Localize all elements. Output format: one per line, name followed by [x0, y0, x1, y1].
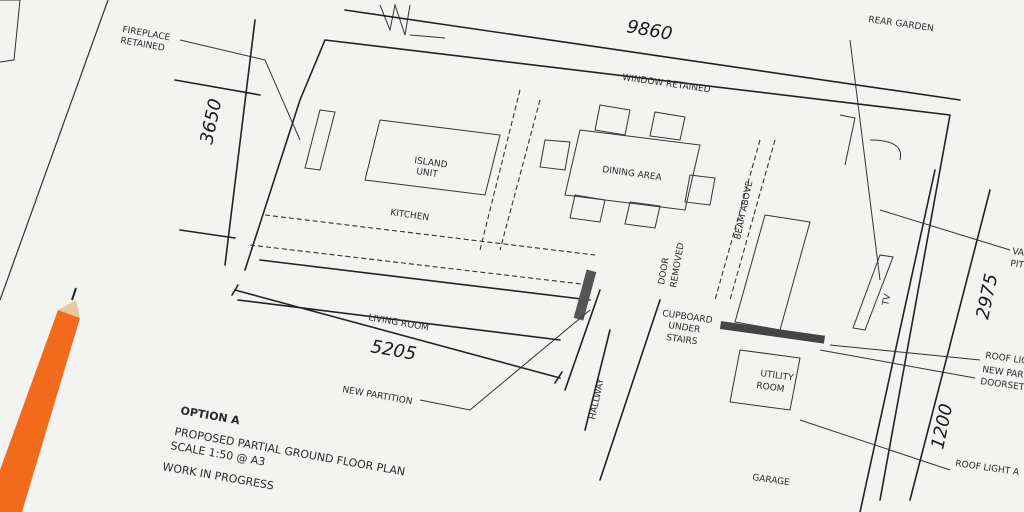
- label-pit: PIT: [1010, 259, 1024, 271]
- utility-room-outline: [729, 349, 801, 411]
- dim-line-top: [344, 9, 961, 101]
- dimension-top: 9860: [625, 16, 674, 45]
- orange-pencil: [0, 287, 80, 512]
- floor-plan-drawing: [174, 3, 1011, 512]
- label-cupboard-2: UNDER: [668, 321, 701, 335]
- dimension-bottom: 5205: [369, 336, 418, 365]
- label-window-retained: WINDOW RETAINED: [622, 73, 712, 95]
- label-door-removed-2: REMOVED: [669, 242, 687, 289]
- dimension-right-upper: 2975: [972, 272, 1002, 321]
- label-island-2: UNIT: [416, 167, 439, 180]
- dim-line-right: [909, 189, 991, 501]
- label-living-room: LIVING ROOM: [367, 313, 429, 333]
- label-door-removed-1: DOOR: [657, 257, 672, 286]
- dim-line-bottom: [231, 284, 563, 384]
- dining-chairs: [539, 104, 716, 229]
- label-island-1: ISLAND: [414, 156, 449, 171]
- dimension-right-lower: 1200: [927, 402, 957, 451]
- paper-edge: [0, 0, 109, 301]
- label-kitchen: KITCHEN: [390, 208, 430, 223]
- sofa: [734, 214, 811, 331]
- fireplace: [304, 109, 336, 171]
- note-option: OPTION A: [179, 404, 241, 427]
- leaders-right: [799, 39, 1011, 471]
- tv-unit: [852, 254, 894, 331]
- label-dining-area: DINING AREA: [602, 165, 663, 183]
- rear-door: [839, 114, 902, 166]
- label-rear-garden: REAR GARDEN: [868, 15, 935, 34]
- label-roof-light-2: ROOF LIGHT A: [955, 459, 1021, 478]
- walls: [237, 39, 951, 512]
- underlying-sheet: [0, 0, 21, 63]
- leader-partition: [419, 309, 591, 411]
- dining-table: [564, 129, 701, 211]
- label-hallway: HALLWAY: [588, 377, 607, 420]
- label-tv: TV: [881, 292, 894, 307]
- label-va: VA: [1012, 247, 1024, 259]
- north-arrow: [379, 3, 446, 39]
- dim-line-left: [174, 19, 261, 266]
- hall-walls: [564, 289, 661, 481]
- dimension-left: 3650: [196, 97, 226, 146]
- label-roof-light-1: ROOF LIG: [985, 351, 1024, 367]
- label-new-partition: NEW PARTITION: [341, 385, 413, 407]
- roof-light-partition: [719, 321, 826, 344]
- label-utility-2: ROOM: [756, 381, 785, 395]
- dashed-lines: [249, 89, 776, 301]
- label-utility-1: UTILITY: [760, 369, 795, 384]
- label-cupboard-3: STAIRS: [666, 333, 699, 347]
- new-partition-wall: [573, 269, 597, 321]
- label-garage: GARAGE: [752, 473, 791, 488]
- leader-fireplace: [179, 39, 301, 141]
- island-unit: [364, 119, 501, 196]
- label-beam-above: BEAM ABOVE: [733, 180, 755, 241]
